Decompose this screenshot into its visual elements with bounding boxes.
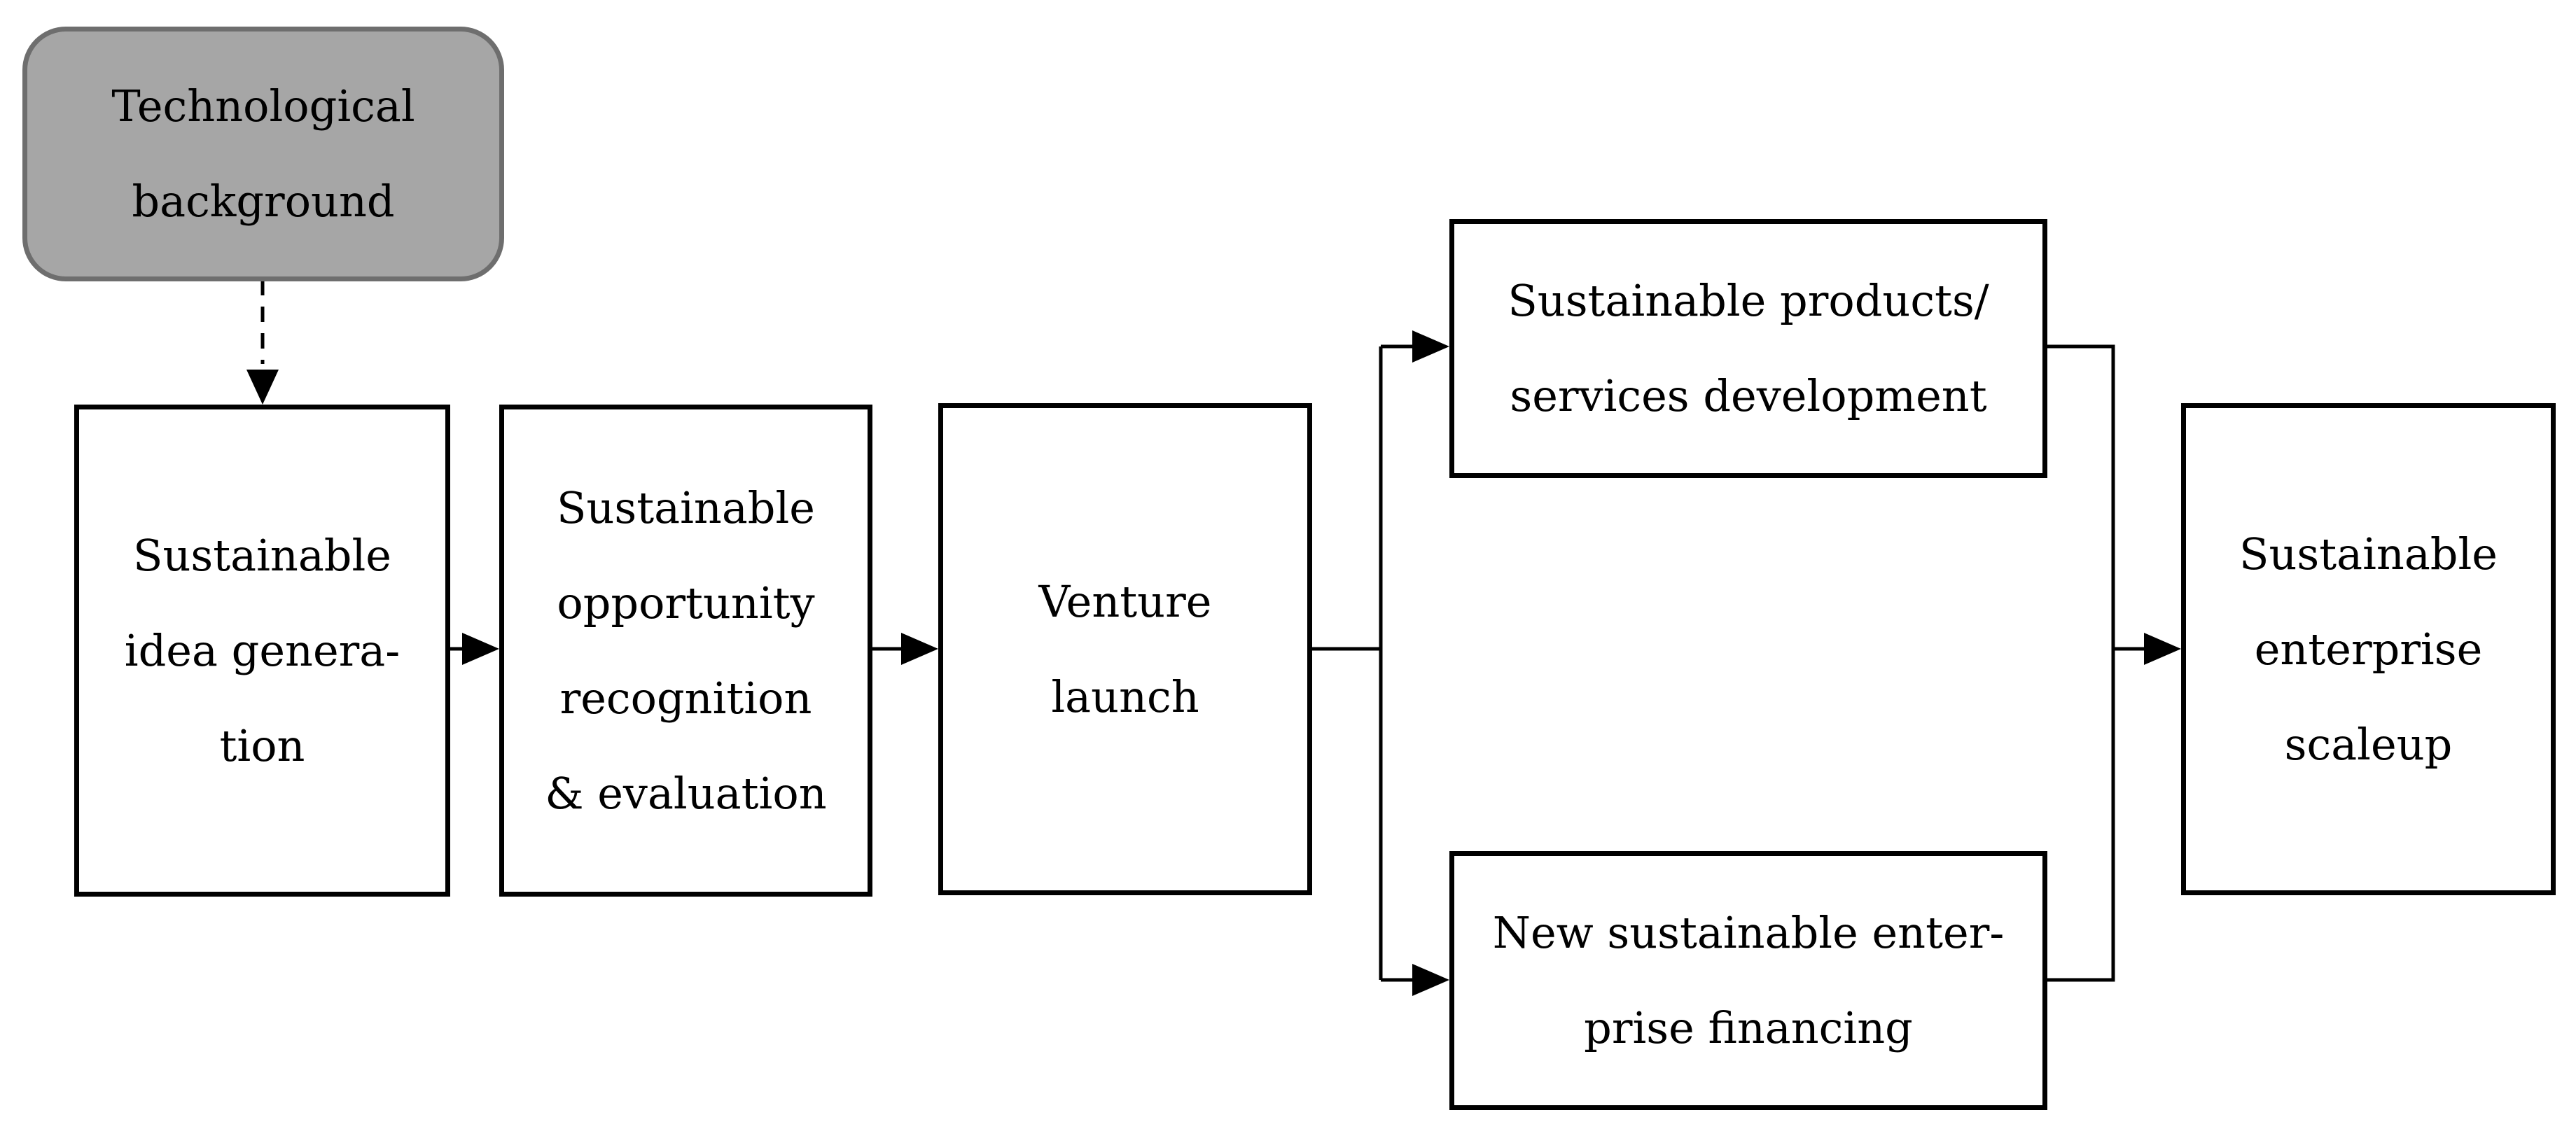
edge-venture-branch xyxy=(1311,346,1383,980)
node-label-line: Sustainable xyxy=(132,529,392,581)
node-label-line: idea genera- xyxy=(124,624,401,676)
node-enterprise-scaleup: Sustainable enterprise scaleup xyxy=(2181,403,2556,895)
node-label-line: New sustainable enter- xyxy=(1492,907,2005,958)
arrowhead-to-scaleup xyxy=(2144,633,2181,665)
node-opportunity-recognition: Sustainable opportunity recognition & ev… xyxy=(499,405,872,897)
node-label-line: Venture xyxy=(1038,575,1212,627)
arrowhead-venture-to-products xyxy=(1412,330,1449,363)
edge-financing-to-scaleup xyxy=(2046,649,2115,982)
node-label-line: opportunity xyxy=(557,577,815,629)
node-label-line: scaleup xyxy=(2284,718,2453,770)
node-label-line: background xyxy=(132,176,395,227)
edge-products-to-scaleup xyxy=(2046,344,2115,649)
node-label-line: prise financing xyxy=(1584,1002,1913,1053)
node-label-line: Sustainable xyxy=(2239,528,2498,580)
node-label-line: & evaluation xyxy=(545,767,827,819)
node-idea-generation: Sustainable idea genera- tion xyxy=(74,405,450,897)
node-label-line: enterprise xyxy=(2254,623,2483,675)
node-products-development: Sustainable products/ services developme… xyxy=(1449,219,2047,478)
node-label-line: Sustainable products/ xyxy=(1508,275,1989,326)
node-label-line: launch xyxy=(1051,671,1199,722)
node-label-line: tion xyxy=(219,720,305,771)
node-technological-background: Technological background xyxy=(22,27,504,281)
node-venture-launch: Venture launch xyxy=(938,403,1312,895)
node-label-line: Sustainable xyxy=(556,482,816,533)
arrowhead-idea-to-opportunity xyxy=(462,633,499,665)
arrowhead-tech-to-idea xyxy=(246,370,279,405)
arrowhead-opportunity-to-venture xyxy=(901,633,938,665)
node-enterprise-financing: New sustainable enter- prise financing xyxy=(1449,851,2047,1110)
node-label-line: services development xyxy=(1510,370,1987,421)
arrowhead-venture-to-financing xyxy=(1412,964,1449,996)
node-label-line: Technological xyxy=(111,80,415,132)
node-label-line: recognition xyxy=(559,672,812,724)
